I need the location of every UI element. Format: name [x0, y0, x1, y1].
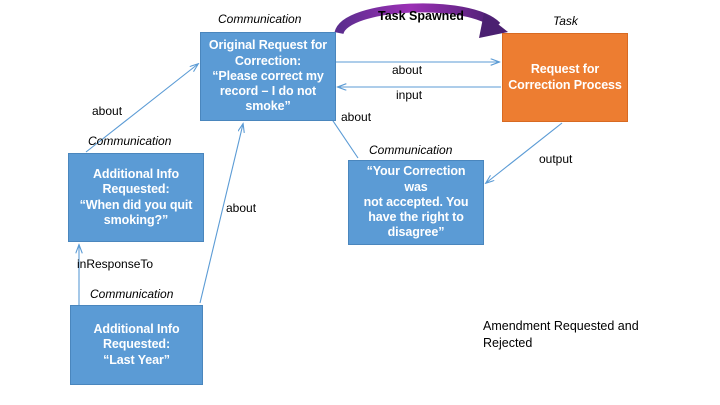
edge-label-about-when: about	[92, 104, 123, 118]
edge-output-task	[486, 122, 563, 183]
edge-about-last-year	[199, 124, 243, 304]
edge-label-output-task: output	[539, 152, 573, 166]
edge-label-task-spawned: Task Spawned	[378, 9, 464, 23]
node-correction-not-accepted[interactable]: “Your Correction was not accepted. You h…	[348, 160, 484, 245]
node-additional-info-when[interactable]: Additional Info Requested: “When did you…	[68, 153, 204, 242]
stereotype-communication-original: Communication	[218, 12, 302, 26]
stereotype-task: Task	[553, 14, 578, 28]
node-additional-info-last-year[interactable]: Additional Info Requested: “Last Year”	[70, 305, 203, 385]
edge-label-about-last-year: about	[226, 201, 257, 215]
edge-about-when	[85, 64, 198, 153]
edge-label-about-task: about	[392, 63, 423, 77]
stereotype-communication-when: Communication	[88, 134, 172, 148]
stereotype-communication-last-year: Communication	[90, 287, 174, 301]
stereotype-communication-not-accepted: Communication	[369, 143, 453, 157]
edge-label-input-task: input	[396, 88, 423, 102]
node-correction-process[interactable]: Request for Correction Process	[502, 33, 628, 122]
node-original-request[interactable]: Original Request for Correction: “Please…	[200, 32, 336, 121]
edge-label-in-response-to: inResponseTo	[77, 257, 154, 271]
task-spawned-arrowhead	[479, 13, 508, 38]
edge-label-about-not-accepted: about	[341, 110, 372, 124]
diagram-caption: Amendment Requested and Rejected	[483, 319, 639, 350]
